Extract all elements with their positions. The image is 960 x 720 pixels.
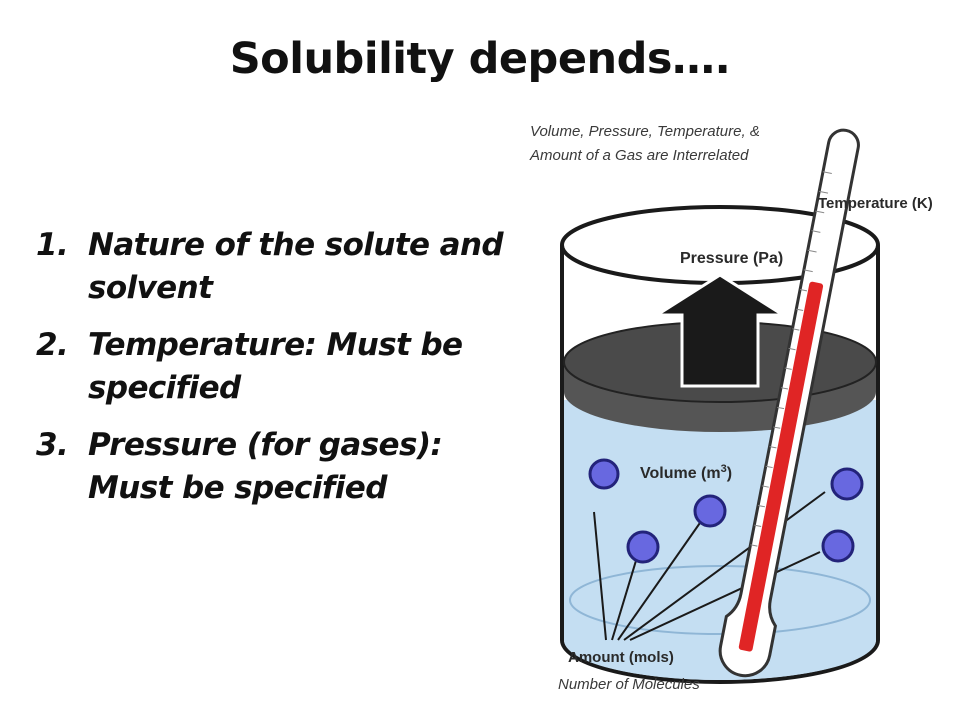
thermometer <box>718 128 860 678</box>
amount-label: Amount (mols) <box>568 649 674 666</box>
volume-label: Volume (m3) <box>640 463 732 482</box>
factor-number: 3. <box>36 427 69 463</box>
gas-law-svg: Volume, Pressure, Temperature, & Amount … <box>529 123 933 693</box>
gas-law-diagram: Volume, Pressure, Temperature, & Amount … <box>520 100 960 700</box>
amount-pointer-lines <box>593 491 826 641</box>
thermometer-ticks <box>750 171 832 547</box>
molecules <box>588 458 864 564</box>
factor-number: 2. <box>36 327 69 363</box>
factor-number: 1. <box>36 227 69 263</box>
diagram-caption-line2: Amount of a Gas are Interrelated <box>529 147 749 164</box>
factor-item-nature: 1. Nature of the solute and solvent <box>36 224 536 310</box>
diagram-caption-line1: Volume, Pressure, Temperature, & <box>530 123 760 140</box>
factor-text: Pressure (for gases): Must be specified <box>88 427 443 506</box>
molecule <box>693 494 727 528</box>
factor-text: Temperature: Must be specified <box>88 327 463 406</box>
factor-text: Nature of the solute and solvent <box>88 227 504 306</box>
factor-item-temperature: 2. Temperature: Must be specified <box>36 324 536 410</box>
pressure-arrow <box>651 273 789 388</box>
molecule <box>588 458 620 490</box>
liquid-floor <box>569 565 871 635</box>
slide-title: Solubility depends…. <box>229 34 731 84</box>
factor-list: 1. Nature of the solute and solvent 2. T… <box>36 224 536 524</box>
molecules-label: Number of Molecules <box>558 676 700 693</box>
pressure-label: Pressure (Pa) <box>680 250 783 267</box>
temperature-label: Temperature (K) <box>818 195 933 212</box>
factor-item-pressure: 3. Pressure (for gases): Must be specifi… <box>36 424 536 510</box>
mercury-column <box>738 281 824 652</box>
molecule <box>830 467 864 501</box>
liquid-volume <box>564 400 876 680</box>
molecule <box>821 529 855 563</box>
molecule <box>626 530 660 564</box>
